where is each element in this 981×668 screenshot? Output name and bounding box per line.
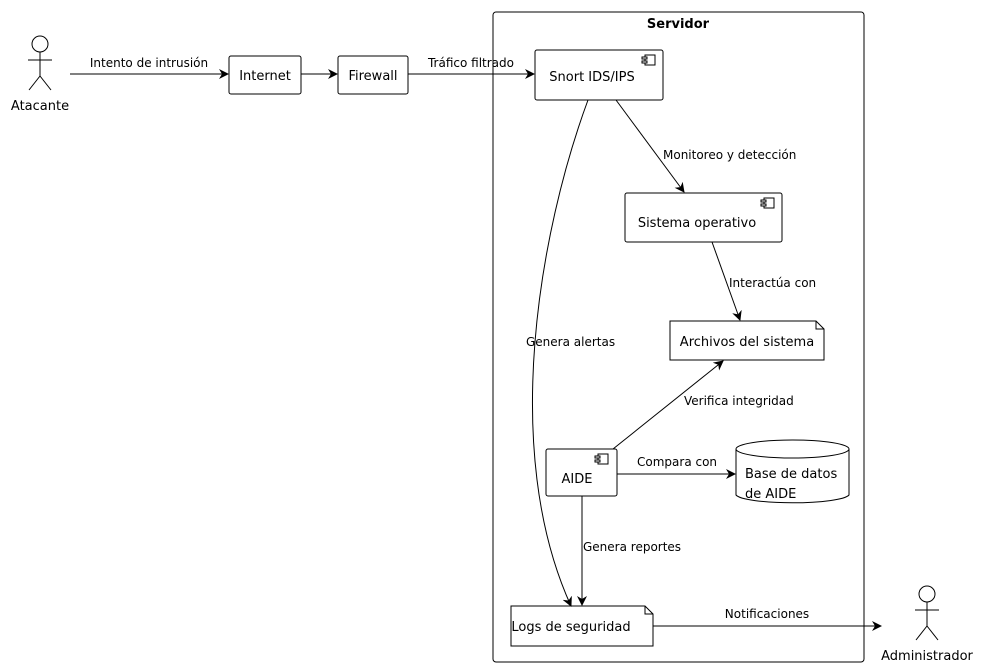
os-component: Sistema operativo: [624, 192, 783, 243]
edge-verifies-label: Verifica integridad: [684, 394, 794, 408]
system-files-artifact: Archivos del sistema: [669, 320, 825, 361]
edge-notifications-label: Notificaciones: [725, 607, 809, 621]
component-icon: [760, 197, 775, 209]
os-label: Sistema operativo: [638, 216, 756, 231]
system-files-label: Archivos del sistema: [680, 335, 814, 350]
snort-component: Snort IDS/IPS: [534, 49, 664, 101]
edge-reports-label: Genera reportes: [583, 540, 681, 554]
database-label-line1: Base de datos: [745, 467, 837, 482]
edge-compares-label: Compara con: [637, 455, 717, 469]
administrator-label: Administrador: [881, 649, 973, 664]
edge-verifies: Verifica integridad: [612, 360, 794, 450]
attacker-actor: Atacante: [11, 35, 69, 114]
component-icon: [641, 54, 656, 66]
internet-node: Internet: [228, 55, 302, 95]
firewall-node: Firewall: [337, 55, 409, 95]
administrator-actor: Administrador: [881, 585, 974, 664]
edge-filtered: Tráfico filtrado: [408, 56, 535, 79]
aide-label: AIDE: [562, 472, 593, 487]
edge-alerts-label: Genera alertas: [526, 335, 615, 349]
snort-label: Snort IDS/IPS: [549, 70, 634, 85]
attacker-label: Atacante: [11, 99, 69, 114]
internet-label: Internet: [239, 69, 291, 84]
edge-interacts: Interactúa con: [711, 241, 816, 321]
server-title: Servidor: [647, 17, 710, 32]
aide-component: AIDE: [545, 448, 618, 497]
security-logs-label: Logs de seguridad: [511, 620, 630, 635]
edge-compares: Compara con: [617, 455, 736, 479]
edge-intrusion-label: Intento de intrusión: [90, 56, 208, 70]
edge-intrusion: Intento de intrusión: [70, 56, 229, 79]
edge-alerts: Genera alertas: [526, 99, 615, 607]
database-label-line2: de AIDE: [745, 487, 796, 502]
edge-monitoring-label: Monitoreo y detección: [663, 148, 796, 162]
edge-interacts-label: Interactúa con: [729, 276, 816, 290]
stick-figure-icon: [28, 35, 52, 91]
component-icon: [594, 453, 609, 465]
security-logs-artifact: Logs de seguridad: [510, 605, 654, 647]
aide-database: Base de datos de AIDE: [735, 439, 850, 504]
edge-reports: Genera reportes: [577, 496, 681, 606]
edge-filtered-label: Tráfico filtrado: [427, 56, 514, 70]
firewall-label: Firewall: [348, 69, 397, 84]
edge-monitoring: Monitoreo y detección: [615, 99, 796, 193]
edge-notifications: Notificaciones: [653, 607, 882, 631]
stick-figure-icon: [915, 585, 939, 641]
